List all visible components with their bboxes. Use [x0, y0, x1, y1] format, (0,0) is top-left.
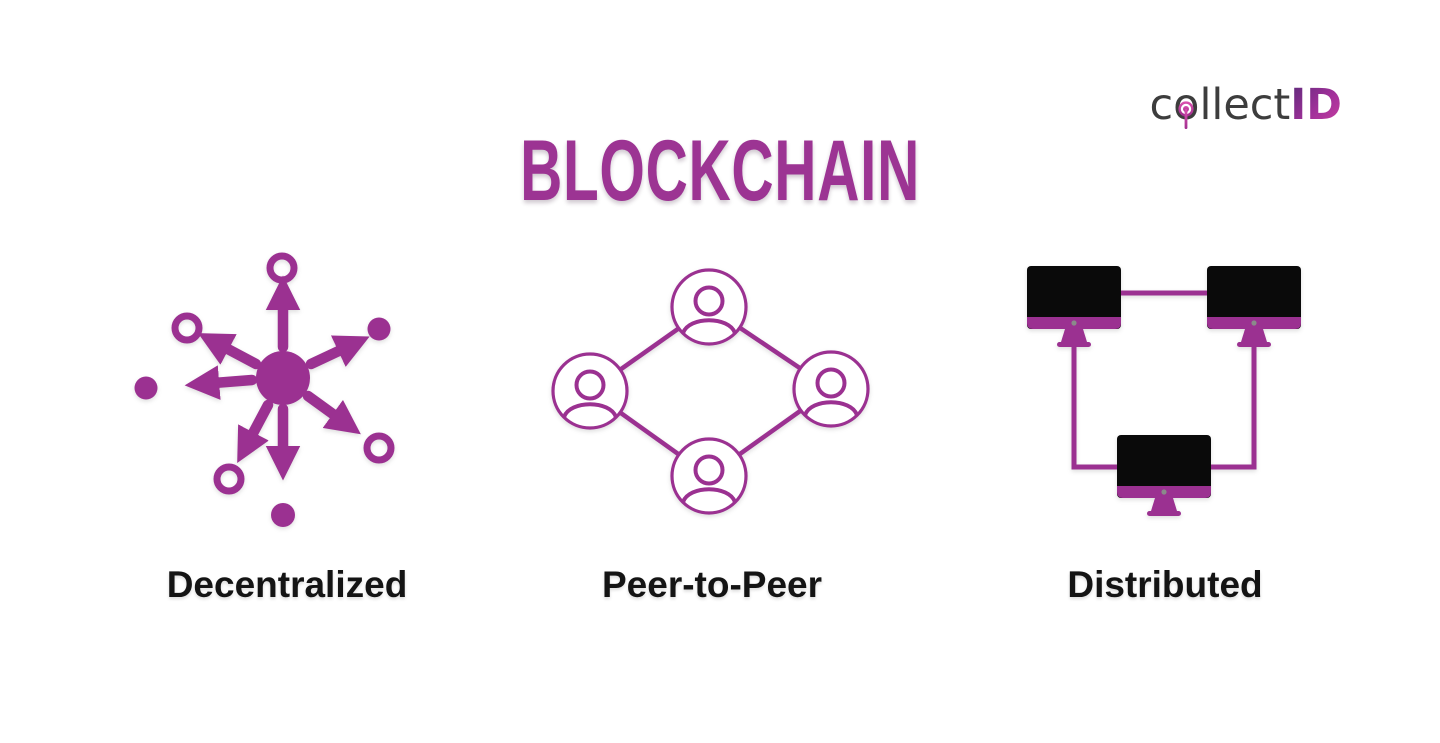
logo-text-middle: llect — [1199, 80, 1291, 130]
rfid-pin-icon — [1178, 101, 1194, 129]
label-decentralized: Decentralized — [166, 564, 408, 605]
distributed-computers-icon — [1027, 266, 1301, 516]
brand-logo: co llectID — [1149, 84, 1342, 129]
user-avatar-icon — [551, 268, 870, 515]
logo-text-prefix: c — [1149, 80, 1174, 130]
decentralized-network-icon — [134, 252, 395, 527]
label-distributed: Distributed — [1067, 564, 1263, 605]
label-peer-to-peer: Peer-to-Peer — [601, 564, 823, 605]
peer-to-peer-users-icon — [551, 268, 870, 515]
logo-letter-o: o — [1173, 84, 1199, 129]
page-title: BLOCKCHAIN — [520, 123, 920, 219]
logo-text-id: ID — [1290, 80, 1342, 130]
